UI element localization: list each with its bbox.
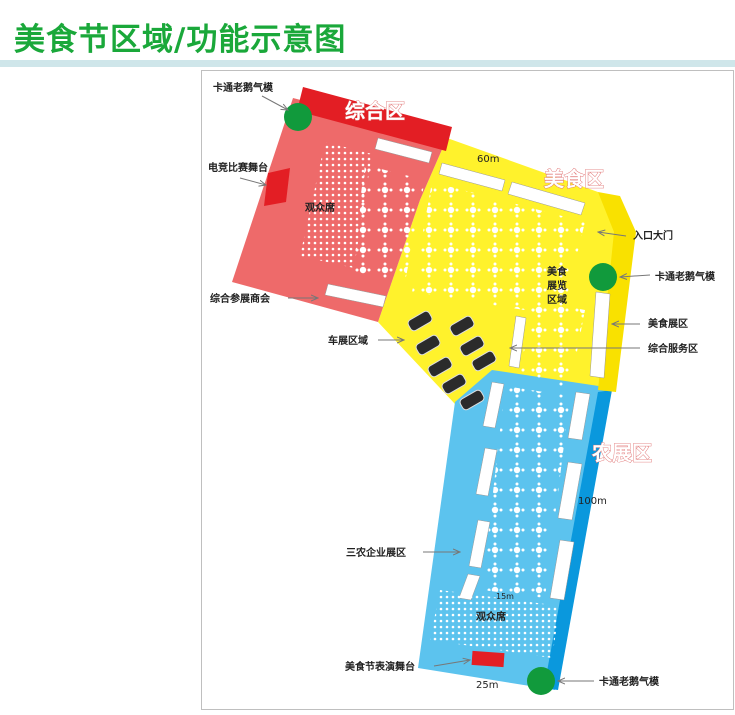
meishi-edge-band <box>598 192 636 392</box>
dining-tables-blue <box>482 386 570 598</box>
dimension-25m: 25m <box>476 680 498 691</box>
dining-tables-red <box>350 165 425 282</box>
callout-balloon-top: 卡通老鹅气模 <box>213 81 274 94</box>
zone-label-nongzhan: 农展区 <box>591 441 652 465</box>
car-display <box>407 310 497 411</box>
dining-tables-yellow <box>412 182 585 316</box>
dimension-15m: 15m <box>496 592 514 601</box>
audience-label-top: 观众席 <box>305 201 335 214</box>
zone-label-zonghe: 综合区 <box>345 99 405 123</box>
callout-balloon-bottom: 卡通老鹅气模 <box>599 675 660 688</box>
expo-tables <box>520 300 585 388</box>
callout-entrance: 入口大门 <box>633 229 673 242</box>
nongzhan-edge-band <box>544 390 612 690</box>
page-title: 美食节区域/功能示意图 <box>14 22 347 58</box>
zonghe-top-bar <box>297 87 452 151</box>
callout-balloon-right: 卡通老鹅气模 <box>655 270 716 283</box>
goose-balloon-top <box>284 103 312 131</box>
dimension-60m: 60m <box>477 154 499 165</box>
callout-service: 综合服务区 <box>648 342 698 355</box>
audience-label-bottom: 观众席 <box>476 610 506 623</box>
callout-car-area: 车展区域 <box>328 334 368 347</box>
performance-stage <box>471 650 505 668</box>
callout-sannong: 三农企业展区 <box>346 546 406 559</box>
dimension-100m: 100m <box>578 496 607 507</box>
callout-arrows <box>239 95 651 681</box>
esports-stage <box>264 168 290 206</box>
diagram-frame <box>201 70 734 710</box>
food-expo-label-2: 展览 <box>547 279 567 292</box>
callout-esports-stage: 电竞比赛舞台 <box>208 161 268 174</box>
audience-seats-top <box>300 142 372 268</box>
title-divider <box>0 60 735 67</box>
food-expo-label-1: 美食 <box>547 265 568 278</box>
audience-seats-bottom <box>430 590 560 658</box>
callout-merchants: 综合参展商会 <box>210 292 270 305</box>
callout-perform-stage: 美食节表演舞台 <box>345 660 415 673</box>
goose-balloon-right <box>589 263 617 291</box>
zone-label-meishi: 美食区 <box>544 167 604 191</box>
callout-food-booth: 美食展区 <box>648 317 688 330</box>
food-expo-label-3: 区域 <box>547 293 567 306</box>
booths <box>324 137 611 601</box>
goose-balloon-bottom <box>527 667 555 695</box>
